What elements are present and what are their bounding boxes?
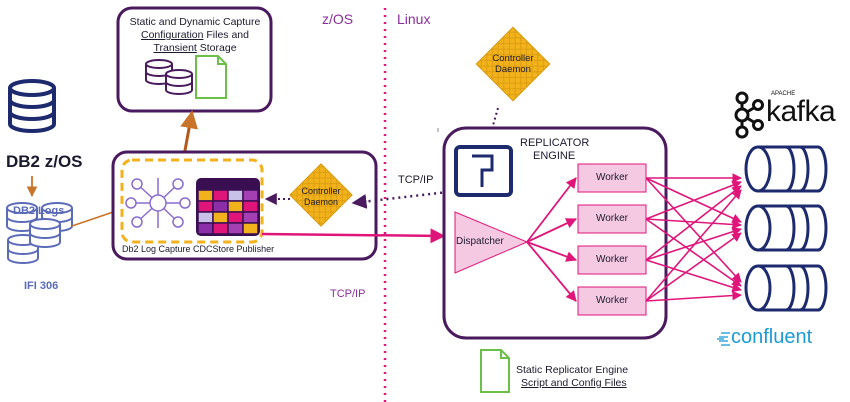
controller-daemon-zos — [289, 163, 353, 227]
controller-daemon-zos-line2: Daemon — [303, 197, 339, 207]
storage-title-line1: Static and Dynamic Capture — [129, 16, 261, 28]
storage-line2-rest: Files and — [203, 29, 249, 41]
daemon-tcpip-link — [351, 190, 449, 209]
db2-logs-label: DB2 Logs — [13, 205, 65, 217]
dispatcher — [454, 211, 529, 274]
db2-database-icon — [8, 79, 56, 133]
capture-to-dispatcher-arrow — [261, 228, 446, 244]
storage-configuration-word: Configuration — [141, 29, 204, 41]
worker-label: Worker — [595, 172, 629, 183]
worker-box — [577, 204, 647, 234]
controller-daemon-linux — [475, 26, 551, 102]
storage-transient-word: Transient — [153, 42, 197, 54]
worker-box — [577, 163, 647, 193]
controller-daemon-linux-line2: Daemon — [495, 64, 531, 75]
db2-logs-stack-icon — [6, 202, 73, 264]
worker-box — [577, 245, 647, 275]
static-files-line2: Script and Config Files — [521, 377, 627, 389]
zone-label-linux: Linux — [397, 11, 431, 27]
controller-daemon-zos-line1: Controller — [301, 186, 341, 196]
static-files-line1: Static Replicator Engine — [516, 364, 629, 376]
kafka-wordmark: kafka — [766, 95, 836, 128]
controller-daemon-linux-line1: Controller — [492, 53, 534, 64]
static-files-icon — [480, 349, 510, 393]
storage-file-icon — [195, 55, 227, 99]
capture-inner-dashed — [120, 158, 264, 244]
storage-title-line3: Transient Storage — [120, 42, 270, 54]
replicator-title-line1: REPLICATOR — [520, 137, 590, 149]
kafka-apache-label: APACHE — [771, 91, 796, 97]
kafka-topic-icons — [744, 145, 828, 312]
storage-title-line2: Configuration Files and — [120, 29, 270, 41]
cdcstore-grid-icon — [196, 178, 260, 236]
dispatcher-to-worker-arrows — [526, 177, 578, 302]
replicator-title-line2: ENGINE — [533, 150, 576, 162]
storage-database-icon — [145, 59, 193, 95]
tcpip-label-bottom: TCP/IP — [330, 288, 366, 300]
worker-to-topic-arrows — [645, 173, 742, 302]
zone-label-zos: z/OS — [322, 11, 354, 27]
tcpip-label-top: TCP/IP — [398, 174, 434, 186]
capture-caption: Db2 Log Capture CDCStore Publisher — [122, 244, 275, 254]
confluent-logo-icon — [717, 332, 730, 346]
kafka-logo-icon — [734, 91, 764, 139]
storage-line3-rest: Storage — [196, 42, 237, 54]
db2-title: DB2 z/OS — [6, 152, 83, 171]
ifi-label: IFI 306 — [24, 280, 59, 292]
network-hub-icon — [125, 178, 191, 228]
dispatcher-label: Dispatcher — [456, 236, 504, 247]
worker-label: Worker — [595, 254, 629, 265]
worker-label: Worker — [595, 295, 629, 306]
confluent-wordmark: confluent — [731, 326, 813, 348]
worker-label: Worker — [595, 213, 629, 224]
